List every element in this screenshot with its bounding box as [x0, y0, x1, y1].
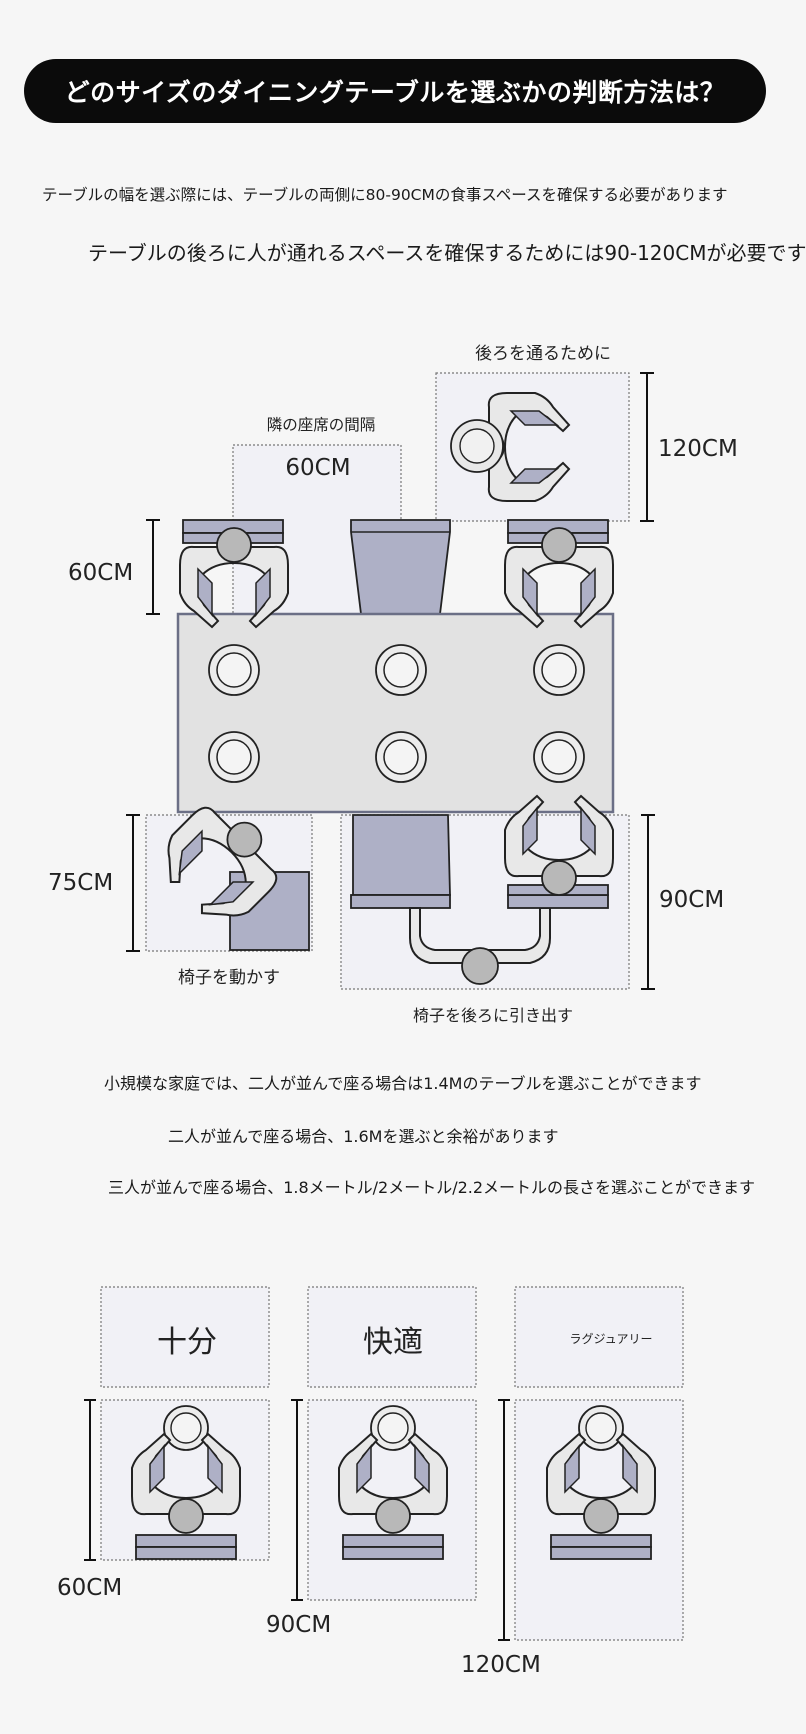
note-two-people: 二人が並んで座る場合、1.6Mを選ぶと余裕があります: [168, 1127, 559, 1146]
chair-bottom-middle: [352, 814, 451, 896]
comparison-label-box-3: [514, 1286, 684, 1388]
pass-behind-dimension: 120CM: [658, 436, 738, 462]
comparison-label-2: 快適: [363, 1325, 423, 1360]
pull-chair-dimension: 90CM: [659, 887, 724, 913]
chair-top-middle: [350, 519, 451, 615]
comparison-dim-1: 60CM: [57, 1575, 122, 1601]
page-title: どのサイズのダイニングテーブルを選ぶかの判断方法は？: [64, 78, 726, 107]
note-three-people: 三人が並んで座る場合、1.8メートル/2メートル/2.2メートルの長さを選ぶこと…: [108, 1178, 756, 1197]
pass-behind-label: 後ろを通るために: [475, 344, 611, 364]
person-pulling-chair: [409, 907, 551, 985]
comparison-label-box-1: [100, 1286, 270, 1388]
comparison-dim-2: 90CM: [266, 1612, 331, 1638]
note-small-family: 小規模な家庭では、二人が並んで座る場合は1.4Mのテーブルを選ぶことができます: [104, 1074, 702, 1093]
dimension-lines: [126, 372, 655, 990]
comparison-label-1: 十分: [157, 1325, 217, 1360]
move-chair-label: 椅子を動かす: [178, 968, 280, 988]
pull-chair-label: 椅子を後ろに引き出す: [413, 1006, 573, 1025]
comparison-label-3: ラグジュアリー: [570, 1332, 653, 1346]
comparison-label-box-2: [307, 1286, 477, 1388]
intro-text-width: テーブルの幅を選ぶ際には、テーブルの両側に80-90CMの食事スペースを確保する…: [42, 186, 728, 204]
chair-depth-dimension: 60CM: [68, 560, 133, 586]
move-chair-dimension: 75CM: [48, 870, 113, 896]
seat-gap-dimension: 60CM: [285, 455, 350, 481]
intro-text-passage: テーブルの後ろに人が通れるスペースを確保するためには90-120CMが必要です: [88, 241, 806, 265]
seat-gap-label: 隣の座席の間隔: [267, 416, 376, 434]
title-banner: どのサイズのダイニングテーブルを選ぶかの判断方法は？: [24, 59, 766, 123]
comparison-section: 十分 快適 ラグジュアリー: [57, 1286, 684, 1678]
comparison-dim-3: 120CM: [461, 1652, 541, 1678]
chair-bottom-right: [507, 894, 609, 909]
